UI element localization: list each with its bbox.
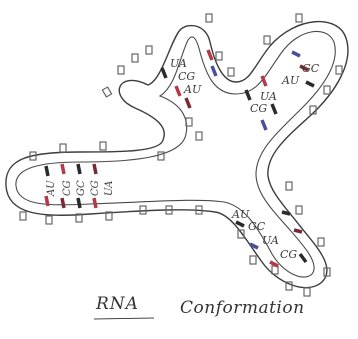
base-pair-label: UA <box>170 57 187 70</box>
base-pair-label: GC <box>302 62 320 75</box>
caption-title: RNA <box>96 294 139 314</box>
left-stem-labels: AU CG GC CG UA <box>46 180 115 197</box>
base-pair-label: CG <box>90 180 101 196</box>
base-pair-label: GC <box>76 180 87 196</box>
base-pair-label: UA <box>262 234 279 247</box>
base-pair-label: CG <box>250 102 267 115</box>
base-pair-label: UA <box>104 181 115 196</box>
bottom-stem-labels: AU GC UA CG <box>231 208 297 261</box>
base-pair-label: GC <box>248 220 266 233</box>
right-stem-labels: GC AU UA CG <box>250 62 320 115</box>
base-pair-label: AU <box>281 74 300 87</box>
base-pair-label: CG <box>178 70 195 83</box>
base-pair-label: CG <box>62 180 73 196</box>
base-pair-label: AU <box>46 180 57 197</box>
base-pair-label: CG <box>280 248 297 261</box>
caption-subtitle: Conformation <box>180 298 305 318</box>
base-pair-label: AU <box>183 83 202 96</box>
